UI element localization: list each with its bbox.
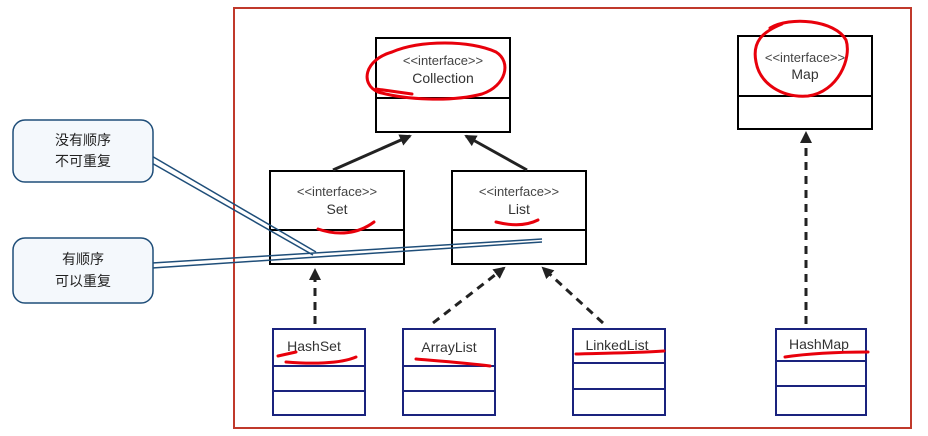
set-to-collection-arrow <box>332 134 412 172</box>
ordered-callout-line2: 可以重复 <box>55 273 111 289</box>
unordered-callout-connector <box>149 154 317 256</box>
collection-interface-box: <<interface>> Collection <box>375 37 511 133</box>
ordered-callout: 有顺序 可以重复 <box>12 237 154 304</box>
arraylist-name: ArrayList <box>421 339 476 355</box>
set-name: Set <box>326 201 347 217</box>
hashset-class-box: HashSet <box>272 328 366 416</box>
set-stereotype: <<interface>> <box>297 184 377 199</box>
list-name: List <box>508 201 530 217</box>
map-circle-annotation <box>753 19 849 98</box>
hashmap-class-box: HashMap <box>775 328 867 416</box>
list-interface-box: <<interface>> List <box>451 170 587 265</box>
red-annotations <box>276 19 870 368</box>
map-stereotype: <<interface>> <box>765 50 845 65</box>
hashmap-underline-annotation <box>783 350 870 359</box>
list-underline-annotation <box>494 218 540 227</box>
linkedlist-to-list-arrow <box>541 266 605 325</box>
ordered-callout-line1: 有顺序 <box>62 251 104 267</box>
linkedlist-name: LinkedList <box>585 337 648 353</box>
list-to-collection-arrow <box>464 134 528 172</box>
set-interface-box: <<interface>> Set <box>269 170 405 265</box>
red-frame <box>233 7 912 429</box>
unordered-callout-line1: 没有顺序 <box>55 132 111 148</box>
set-underline-annotation <box>316 220 376 235</box>
collection-circle-annotation <box>365 41 507 101</box>
collection-stereotype: <<interface>> <box>403 53 483 68</box>
map-name: Map <box>791 66 818 82</box>
hashset-underline-annotation <box>276 350 358 365</box>
arraylist-class-box: ArrayList <box>402 328 496 416</box>
collection-name: Collection <box>412 70 473 86</box>
unordered-callout-line2: 不可重复 <box>55 153 111 169</box>
ordered-callout-connector <box>151 238 543 269</box>
map-interface-box: <<interface>> Map <box>737 35 873 130</box>
hashset-name: HashSet <box>287 338 341 354</box>
arraylist-to-list-arrow <box>432 266 506 325</box>
unordered-callout: 没有顺序 不可重复 <box>12 119 154 183</box>
arraylist-underline-annotation <box>414 357 492 368</box>
list-stereotype: <<interface>> <box>479 184 559 199</box>
hashmap-name: HashMap <box>789 336 849 352</box>
linkedlist-underline-annotation <box>574 349 666 356</box>
linkedlist-class-box: LinkedList <box>572 328 666 416</box>
